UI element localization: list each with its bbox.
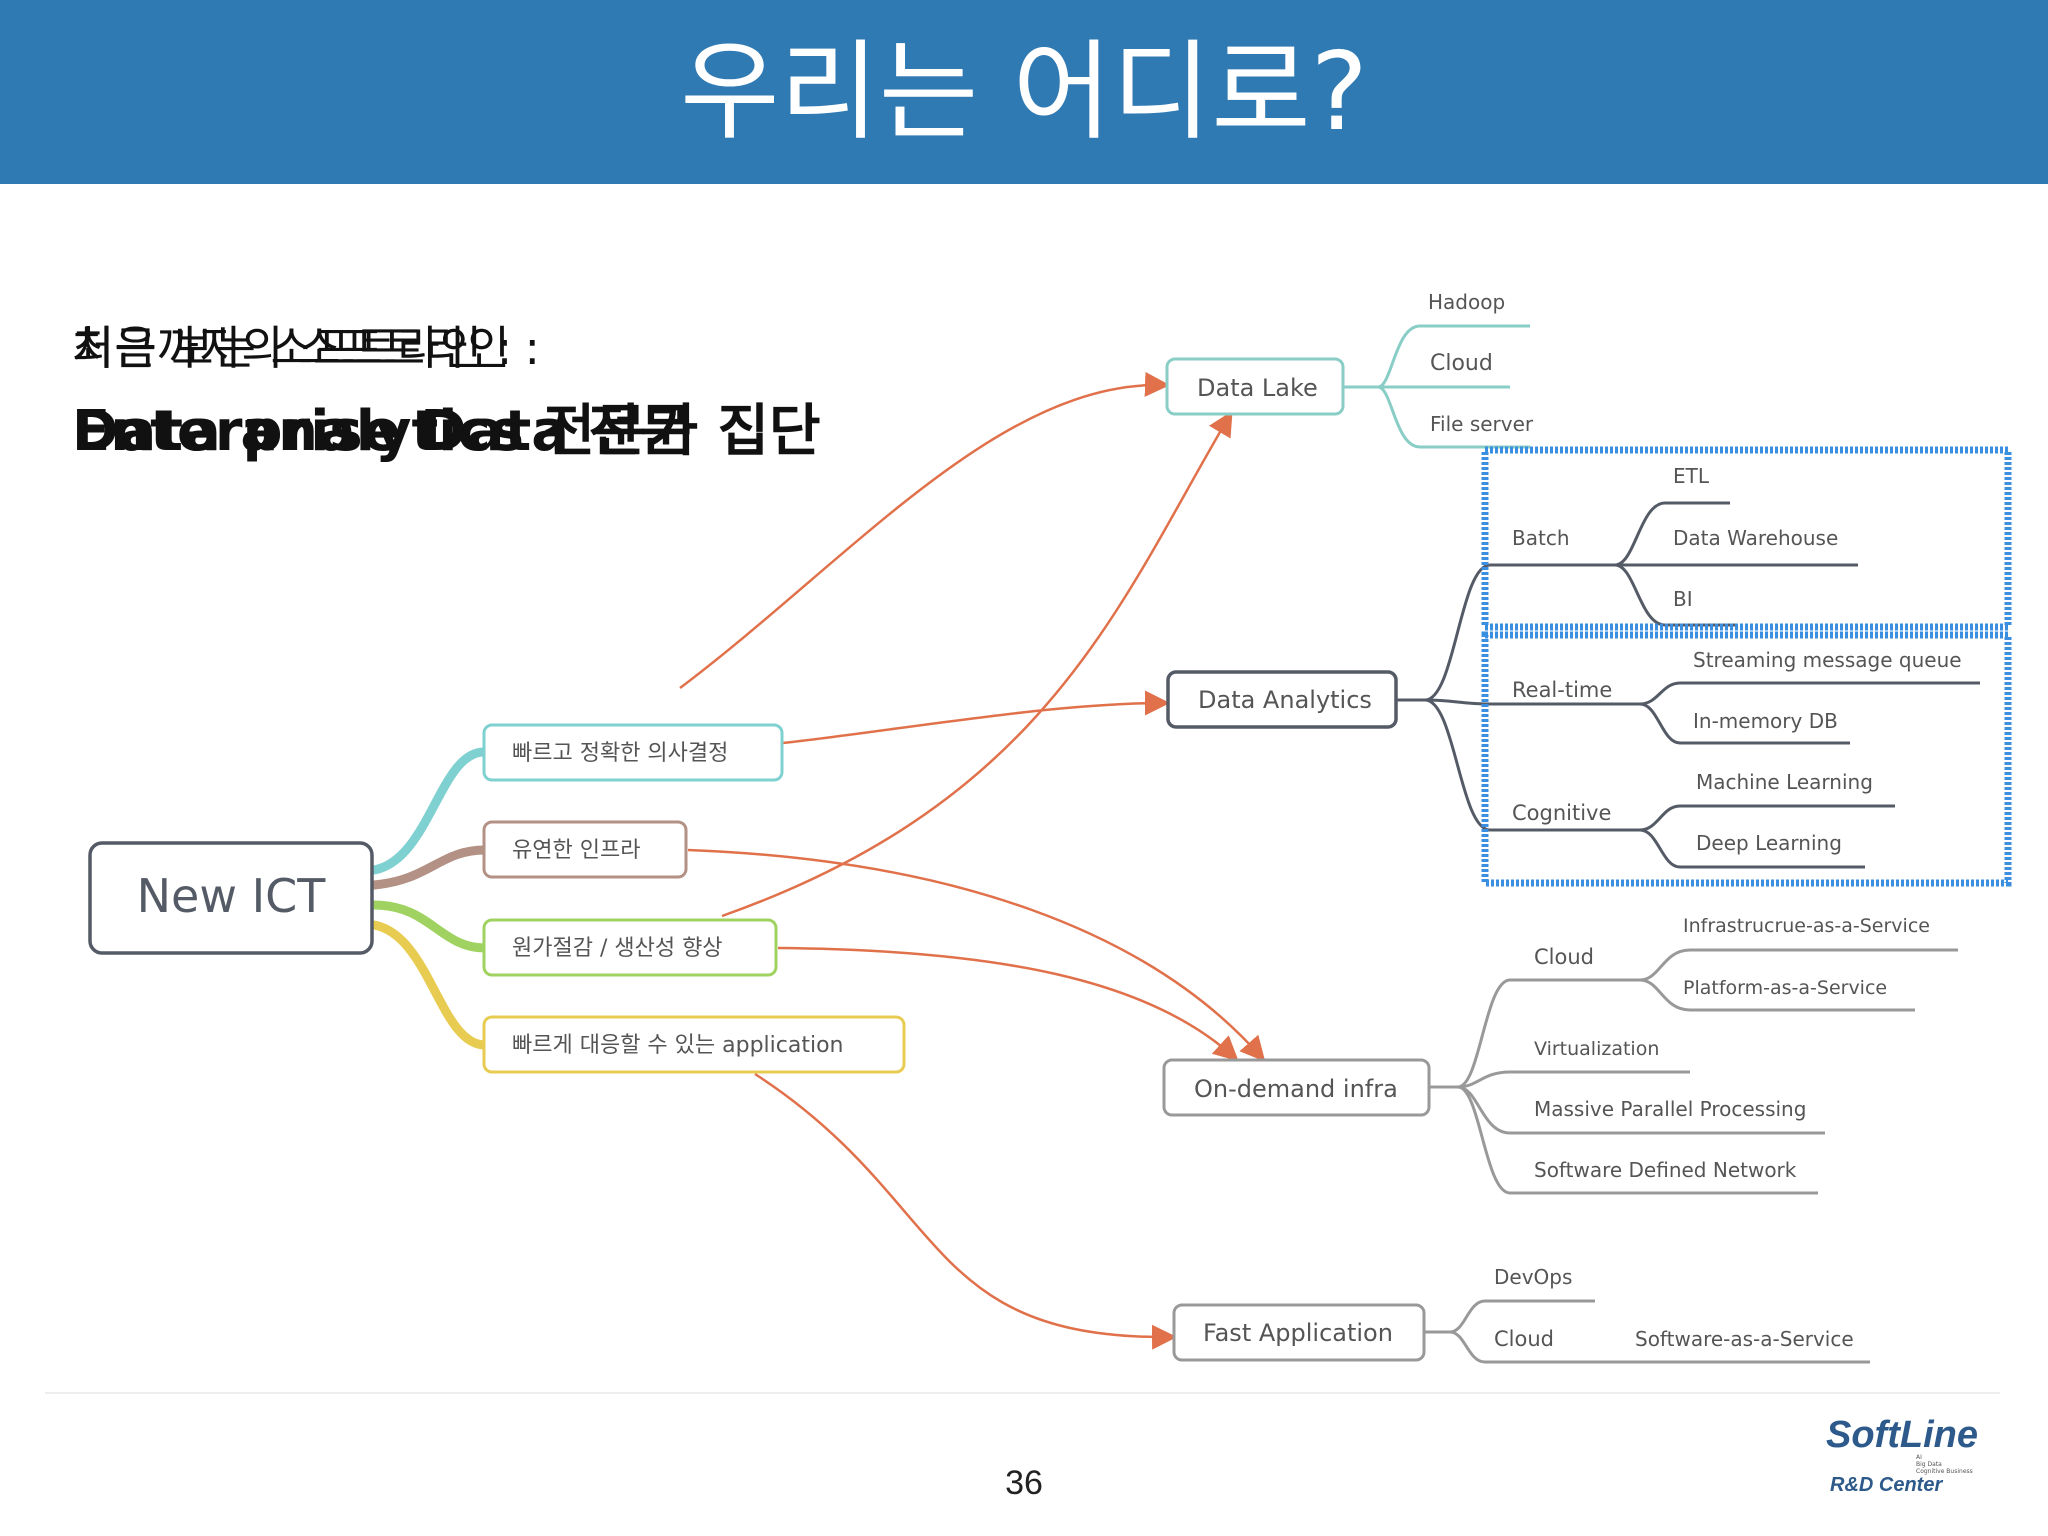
logo-tagline: AI Big Data Cognitive Business bbox=[1916, 1454, 1973, 1475]
cognitive-child-deep-learning: Deep Learning bbox=[1696, 831, 1842, 855]
data-lake-child-cloud: Cloud bbox=[1430, 351, 1493, 376]
branch-application bbox=[369, 920, 490, 1050]
branch-cost bbox=[369, 900, 490, 953]
arrow-application-fastapp bbox=[754, 1072, 1177, 1350]
overlay-heading-line2-b: Enterprise Data 전문 bbox=[72, 399, 692, 464]
driver-arrows bbox=[679, 371, 1266, 1350]
overlay-heading-line1-a: 처음 보는 소프트라인 : bbox=[72, 321, 513, 375]
target-label-fast-application: Fast Application bbox=[1203, 1319, 1393, 1347]
overlay-heading-line2-a: Data analytics 전문가 집단 bbox=[72, 399, 821, 464]
ondemand-child-iaas: Infrastrucrue-as-a-Service bbox=[1683, 915, 1930, 937]
target-label-on-demand-infra: On-demand infra bbox=[1194, 1075, 1398, 1103]
driver-label-decision: 빠르고 정확한 의사결정 bbox=[512, 741, 728, 766]
title-banner bbox=[0, 0, 2048, 184]
highlight-box-batch bbox=[1481, 446, 2012, 631]
arrow-cost-ondemand bbox=[777, 946, 1239, 1062]
driver-label-infra: 유연한 인프라 bbox=[512, 838, 640, 863]
overlay-heading-line1-b: 최근까지의 소프트라인 : bbox=[72, 321, 540, 375]
driver-node-application bbox=[482, 1015, 906, 1074]
fastapp-child-saas: Software-as-a-Service bbox=[1635, 1327, 1854, 1351]
data-lake-child-file-server: File server bbox=[1430, 412, 1534, 436]
batch-child-bi: BI bbox=[1673, 587, 1693, 611]
root-node bbox=[88, 841, 374, 955]
group-label-real-time: Real-time bbox=[1512, 678, 1612, 702]
logo-text: SoftLine bbox=[1826, 1414, 1978, 1456]
branch-decision bbox=[369, 747, 490, 875]
page-number: 36 bbox=[1005, 1464, 1043, 1502]
logo-subtitle: R&D Center bbox=[1830, 1474, 1943, 1496]
arrow-infra-ondemand bbox=[687, 848, 1266, 1062]
page-title: 우리는 어디로? bbox=[680, 30, 1368, 155]
driver-node-cost bbox=[482, 918, 778, 977]
data-lake-child-hadoop: Hadoop bbox=[1428, 290, 1505, 314]
ondemand-child-mpp: Massive Parallel Processing bbox=[1534, 1097, 1806, 1121]
ondemand-cloud-label: Cloud bbox=[1534, 945, 1594, 969]
realtime-child-inmemory: In-memory DB bbox=[1693, 709, 1838, 733]
ondemand-child-sdn: Software Defined Network bbox=[1534, 1158, 1797, 1182]
arrow-decision-analytics bbox=[782, 690, 1170, 745]
target-label-data-lake: Data Lake bbox=[1197, 374, 1318, 402]
realtime-child-streaming: Streaming message queue bbox=[1693, 648, 1962, 672]
cognitive-child-machine-learning: Machine Learning bbox=[1696, 770, 1873, 794]
arrow-cost-datalake bbox=[721, 410, 1233, 918]
arrow-decision-datalake bbox=[679, 371, 1170, 689]
driver-node-infra bbox=[482, 820, 688, 879]
highlight-box-realtime-cognitive bbox=[1481, 631, 2012, 887]
on-demand-branches bbox=[1429, 948, 1958, 1195]
softline-logo: SoftLine AI Big Data Cognitive Business … bbox=[1818, 1414, 2008, 1514]
data-lake-branches bbox=[1343, 324, 1530, 449]
driver-label-cost: 원가절감 / 생산성 향상 bbox=[512, 936, 723, 961]
fast-application-branches bbox=[1424, 1299, 1870, 1364]
target-label-data-analytics: Data Analytics bbox=[1198, 686, 1372, 714]
ondemand-child-paas: Platform-as-a-Service bbox=[1683, 977, 1887, 999]
branch-infra bbox=[369, 845, 490, 890]
batch-child-etl: ETL bbox=[1673, 464, 1710, 488]
group-label-cognitive: Cognitive bbox=[1512, 801, 1611, 825]
root-branches bbox=[369, 747, 490, 1050]
batch-child-data-warehouse: Data Warehouse bbox=[1673, 526, 1838, 550]
root-label: New ICT bbox=[137, 869, 327, 923]
fastapp-child-devops: DevOps bbox=[1494, 1265, 1572, 1289]
driver-label-application: 빠르게 대응할 수 있는 application bbox=[512, 1033, 844, 1058]
group-label-batch: Batch bbox=[1512, 526, 1570, 550]
driver-node-decision bbox=[482, 723, 784, 782]
ondemand-child-virtualization: Virtualization bbox=[1534, 1038, 1659, 1060]
fastapp-child-cloud: Cloud bbox=[1494, 1327, 1554, 1351]
